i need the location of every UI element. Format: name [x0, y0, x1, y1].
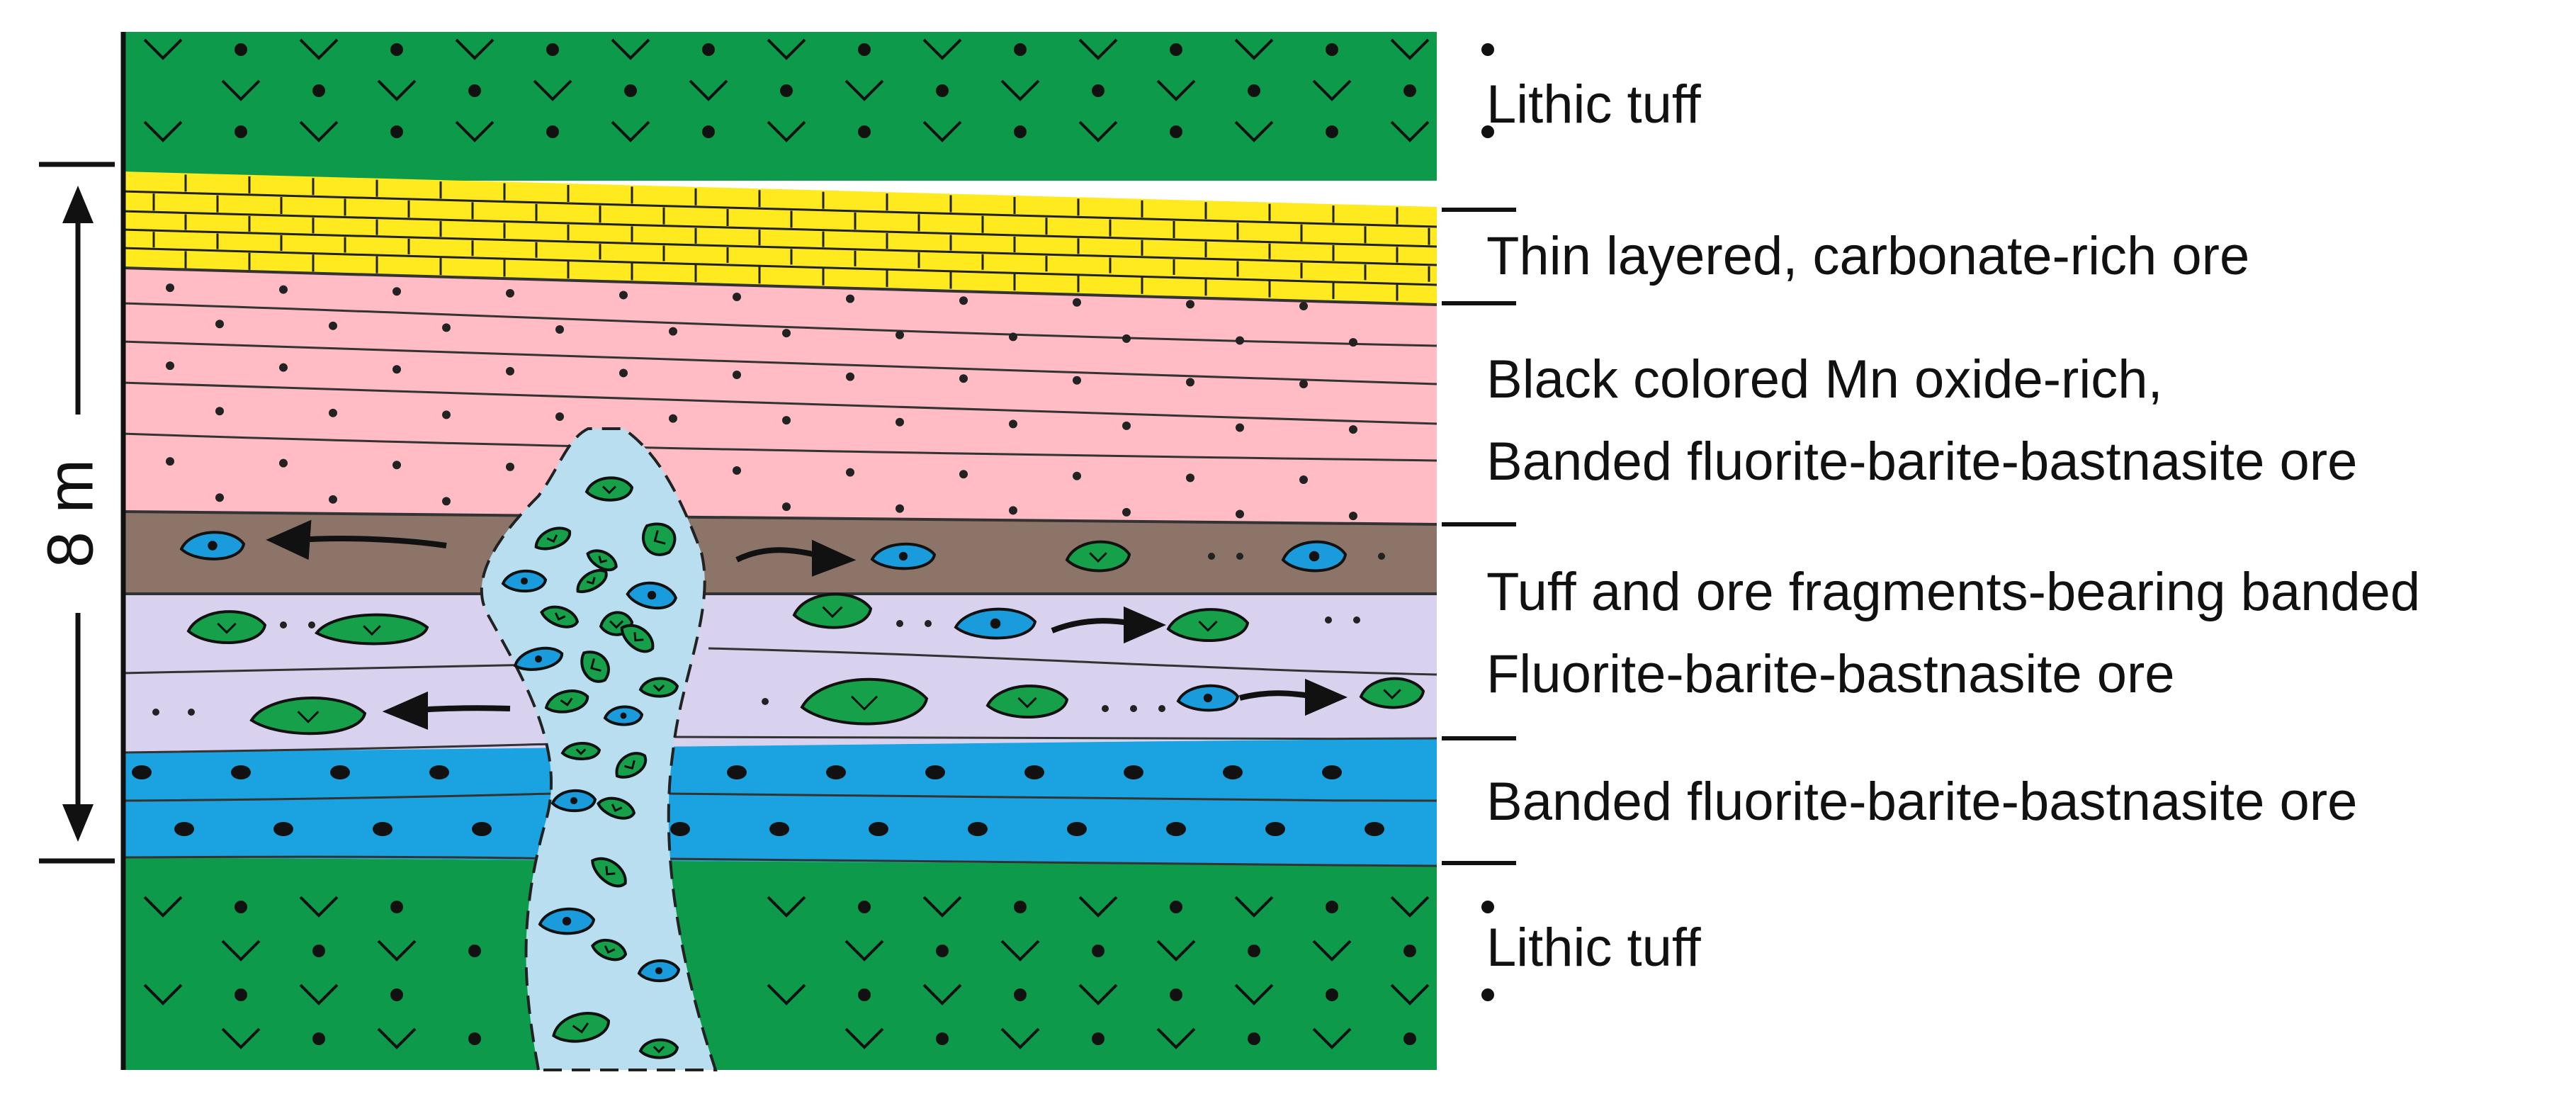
scale-arrowhead-up: [62, 186, 94, 223]
pink-layer-bedding-lines: [121, 266, 1437, 526]
label-tuff-fragments-line2: Fluorite-barite-bastnasite ore: [1486, 644, 2175, 704]
ore-fragments: [179, 531, 1425, 736]
breccia-clasts: [501, 476, 681, 1059]
lithic-tuff-top-layer: [122, 32, 1437, 181]
carbonate-ore-layer: [122, 171, 1437, 305]
label-mn-oxide-line2: Banded fluorite-barite-bastnasite ore: [1486, 432, 2358, 492]
boundary-ticks: [1442, 208, 1516, 865]
label-lithic-tuff-top: Lithic tuff: [1486, 74, 1701, 135]
lower-bedding-lines: [121, 592, 1437, 867]
scale-bar: [39, 162, 115, 864]
tuff-fragments-ore-layer: [122, 594, 1437, 753]
label-mn-oxide-line1: Black colored Mn oxide-rich,: [1486, 349, 2163, 410]
arrow-right-upper: [735, 539, 857, 577]
lithic-tuff-bottom-layer: [122, 857, 1437, 1070]
layer-bands: [122, 32, 1437, 1070]
lithic-tuff-pattern: [143, 38, 1494, 1049]
scale-arrowhead-down: [62, 804, 94, 842]
arrow-left-upper: [266, 519, 447, 560]
flow-arrows: [266, 519, 1348, 730]
arrow-left-lower: [382, 691, 511, 730]
label-tuff-fragments-line1: Tuff and ore fragments-bearing banded: [1486, 562, 2421, 622]
arrow-right-lower: [1239, 678, 1348, 716]
label-lithic-tuff-bottom: Lithic tuff: [1486, 918, 1701, 978]
pink-layer-dots: [166, 283, 1357, 521]
label-banded-ore: Banded fluorite-barite-bastnasite ore: [1486, 772, 2358, 832]
label-carbonate-ore: Thin layered, carbonate-rich ore: [1486, 226, 2250, 286]
banded-ore-layer: [122, 738, 1437, 866]
arrow-right-mid: [1051, 606, 1167, 644]
scale-label: 8 m: [34, 458, 107, 568]
lavender-layer-dots: [152, 553, 1385, 716]
banded-ore-dots: [132, 765, 1384, 836]
carbonate-brick-pattern: [120, 173, 1437, 301]
mn-oxide-rich-ore-layer: [122, 268, 1437, 524]
